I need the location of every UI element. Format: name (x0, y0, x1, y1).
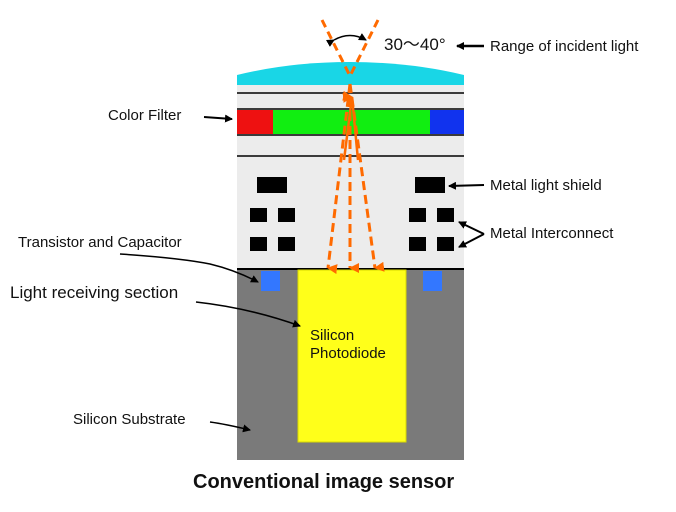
color-filter-blue (430, 110, 464, 134)
silicon-substrate-label: Silicon Substrate (73, 411, 186, 428)
metal-interconnect (409, 237, 426, 251)
leader-metal-interconnect-2 (458, 233, 485, 248)
leader-silicon-substrate (209, 421, 251, 433)
metal-interconnect (437, 237, 454, 251)
diagram-caption: Conventional image sensor (193, 471, 455, 493)
silicon-photodiode (297, 269, 407, 443)
photodiode-label-line1: Silicon (310, 327, 355, 344)
metal-light-shield-left (257, 177, 287, 193)
metal-interconnect (278, 208, 295, 222)
metal-interconnect (250, 208, 267, 222)
micro-lens (237, 62, 464, 85)
photodiode-label-line2: Photodiode (310, 345, 386, 362)
leader-light-receiving (195, 301, 301, 328)
metal-interconnect (409, 208, 426, 222)
light-ray-left (326, 83, 352, 275)
light-ray-reflect-right (342, 92, 360, 161)
incident-cone-right (348, 19, 380, 77)
metal-light-shield-right (415, 177, 445, 193)
transistor-capacitor-left (261, 271, 280, 291)
light-ray-reflect-left (342, 90, 354, 161)
metal-light-shield-label: Metal light shield (490, 177, 602, 194)
leader-transistor-capacitor (119, 253, 259, 283)
leader-metal-interconnect-1 (458, 221, 485, 235)
metal-interconnect (250, 237, 267, 251)
color-filter-label: Color Filter (108, 107, 182, 124)
transistor-capacitor-label: Transistor and Capacitor (18, 234, 182, 251)
incident-range-label: Range of incident light (490, 38, 639, 55)
color-filter-red (237, 110, 273, 134)
incident-cone-left (320, 19, 352, 77)
incidence-angle-arc (325, 33, 367, 47)
photodiode-label: Silicon Photodiode (310, 327, 400, 363)
metal-interconnect (437, 208, 454, 222)
light-receiving-section-label: Light receiving section (10, 283, 179, 302)
metal-interconnect-label: Metal Interconnect (490, 225, 614, 242)
transistor-capacitor-right (423, 271, 442, 291)
leader-metal-light-shield (448, 181, 485, 190)
metal-interconnect (278, 237, 295, 251)
leader-color-filter (203, 114, 233, 123)
angle-label: 30～40° (384, 35, 446, 54)
